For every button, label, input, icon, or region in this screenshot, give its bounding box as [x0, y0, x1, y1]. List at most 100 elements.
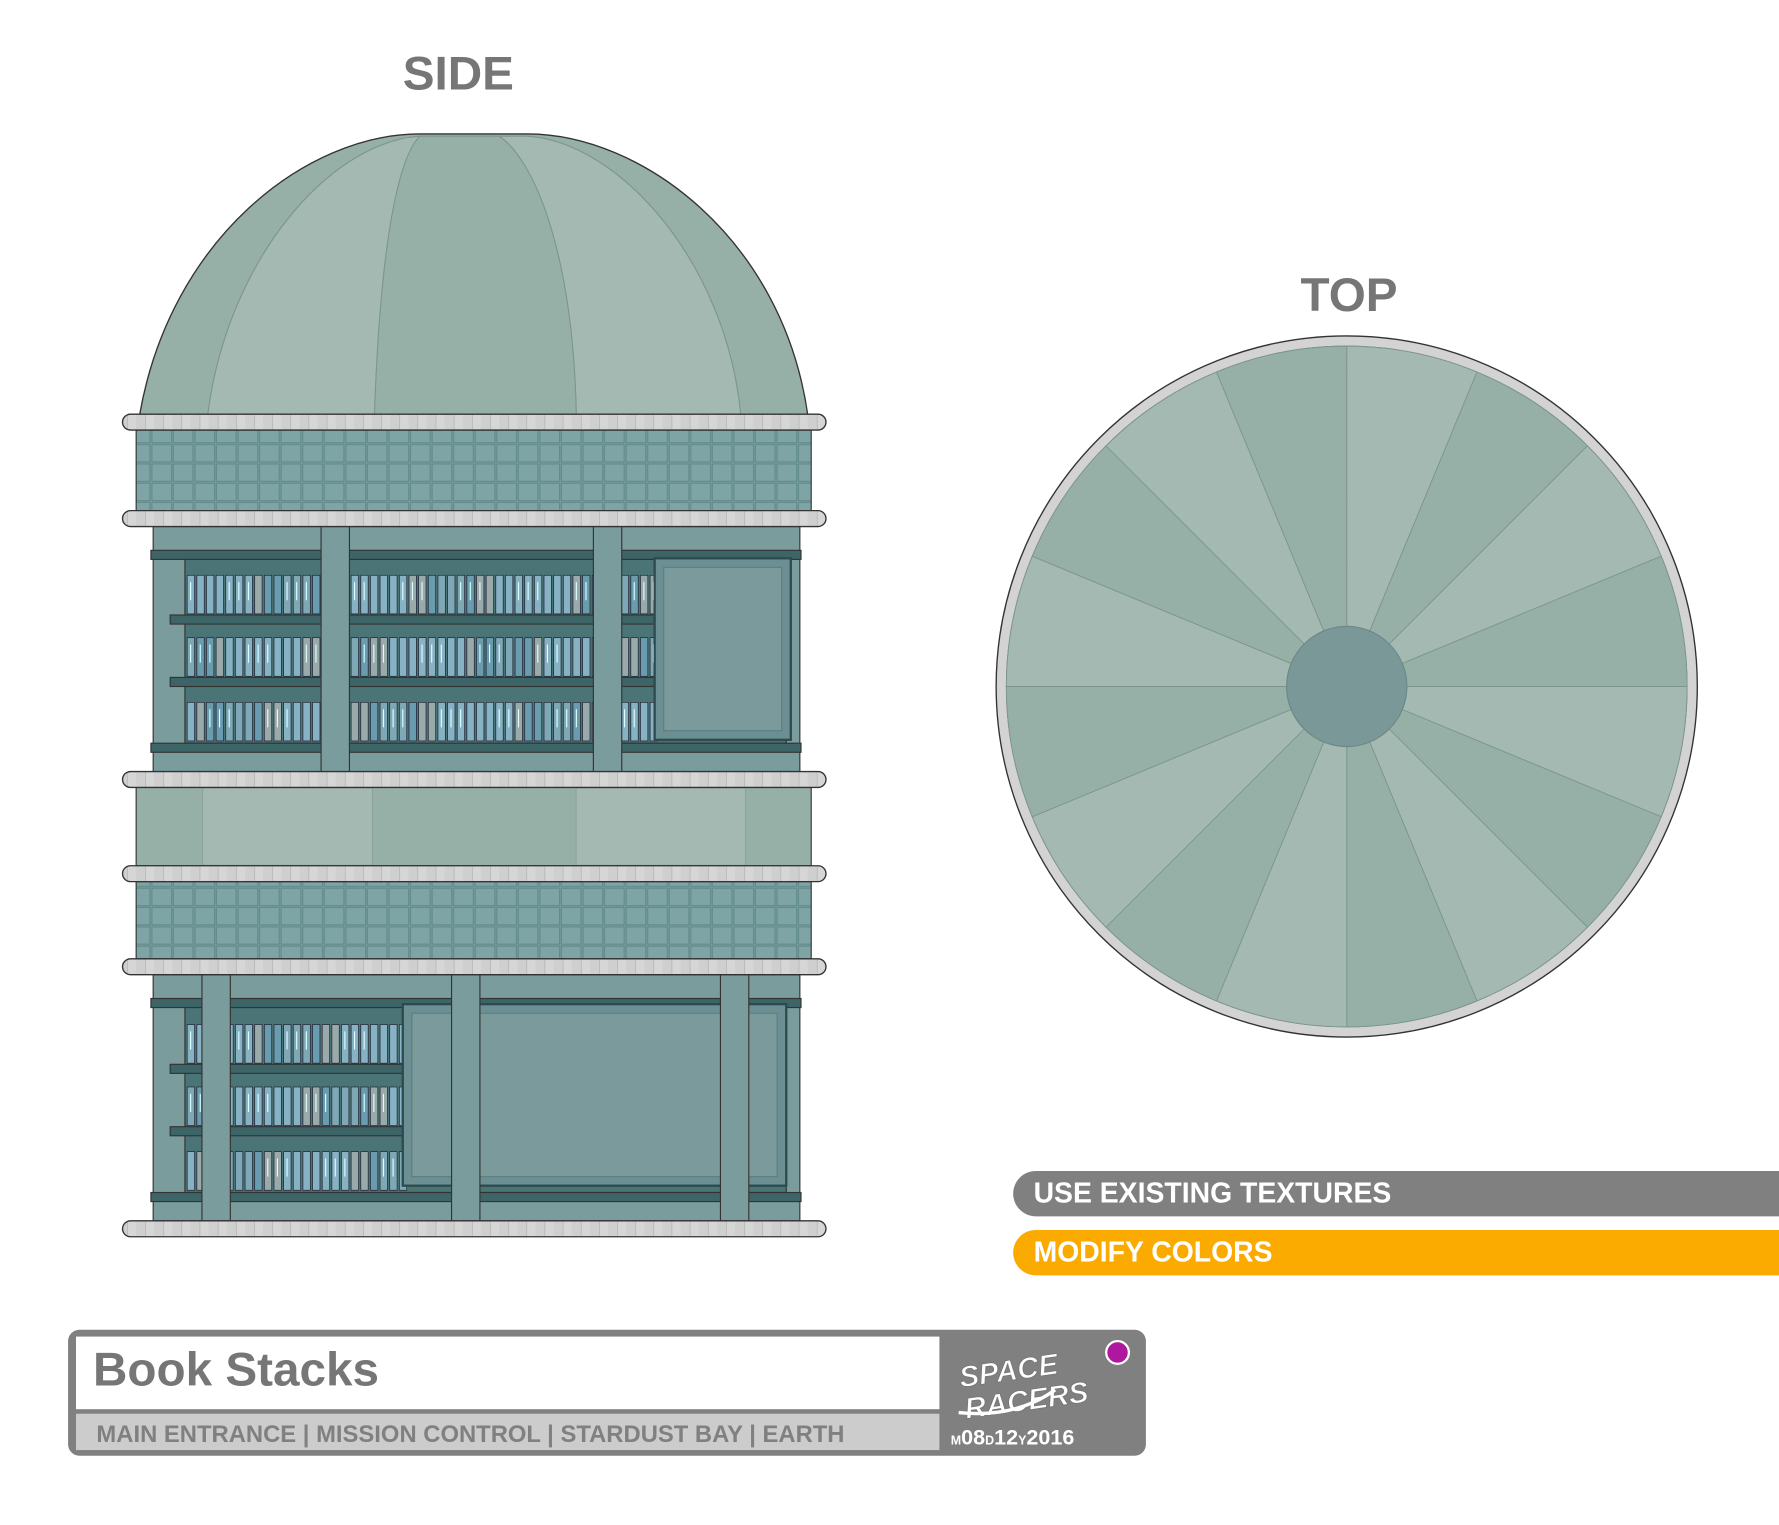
- book: [543, 702, 552, 742]
- book: [370, 1024, 379, 1064]
- book: [273, 574, 282, 615]
- book: [389, 574, 398, 615]
- book: [254, 1024, 263, 1064]
- book: [331, 1024, 340, 1064]
- book: [562, 574, 572, 615]
- book: [562, 637, 572, 677]
- book: [244, 702, 253, 742]
- book: [215, 574, 224, 615]
- book: [302, 702, 311, 742]
- dome-segment: [1346, 371, 1589, 687]
- book: [389, 637, 398, 677]
- dome-segment: [1105, 371, 1348, 687]
- top-view: [995, 335, 1698, 1038]
- book: [370, 574, 379, 615]
- option-use-existing-textures[interactable]: USE EXISTING TEXTURES: [1013, 1170, 1779, 1217]
- book: [418, 702, 427, 742]
- book: [582, 637, 591, 677]
- shelf: [169, 676, 659, 688]
- option-modify-colors[interactable]: MODIFY COLORS: [1013, 1229, 1779, 1276]
- option-label: USE EXISTING TEXTURES: [1034, 1178, 1392, 1210]
- dome-segment: [1346, 686, 1478, 1028]
- book: [235, 702, 244, 742]
- rail: [121, 1220, 827, 1238]
- book: [225, 637, 234, 677]
- book: [273, 637, 282, 677]
- book: [235, 1086, 244, 1126]
- book: [312, 1024, 321, 1064]
- book: [505, 574, 514, 615]
- book: [273, 1086, 282, 1126]
- column: [450, 974, 481, 1222]
- book: [292, 702, 302, 742]
- book: [360, 1151, 369, 1191]
- book: [312, 574, 321, 615]
- book: [640, 702, 649, 742]
- dome-segment: [1105, 686, 1348, 1002]
- book: [379, 1024, 388, 1064]
- option-label: MODIFY COLORS: [1034, 1237, 1273, 1269]
- beam: [150, 549, 802, 560]
- book: [254, 702, 263, 742]
- dome-segment: [1346, 445, 1662, 687]
- book: [408, 702, 417, 742]
- dome-segment: [1346, 555, 1688, 687]
- book: [186, 702, 195, 742]
- book: [408, 637, 417, 677]
- book: [370, 702, 379, 742]
- book: [350, 1151, 359, 1191]
- book: [360, 702, 369, 742]
- rail: [121, 413, 827, 431]
- rail: [121, 509, 827, 528]
- book: [485, 702, 494, 742]
- status-dot: [1105, 1339, 1131, 1365]
- book: [321, 1024, 330, 1064]
- book: [505, 637, 514, 677]
- book: [379, 574, 388, 615]
- title-block: Book Stacks MAIN ENTRANCE | MISSION CONT…: [68, 1329, 1146, 1456]
- location-path: MAIN ENTRANCE | MISSION CONTROL | STARDU…: [96, 1421, 844, 1448]
- title: Book Stacks: [93, 1343, 379, 1396]
- dome-hub: [1286, 625, 1408, 748]
- date-stamp: M08D12Y2016: [951, 1424, 1075, 1449]
- book: [292, 637, 302, 677]
- book: [302, 1151, 311, 1191]
- rail: [121, 770, 827, 789]
- side-view-label: SIDE: [403, 48, 514, 101]
- book: [466, 637, 475, 677]
- column: [201, 974, 231, 1222]
- book: [572, 637, 581, 677]
- shelf: [169, 614, 659, 625]
- dome-segment: [1005, 555, 1347, 687]
- book: [273, 1024, 282, 1064]
- beam: [150, 742, 802, 753]
- dome-segment: [1031, 686, 1348, 928]
- dome-segment: [1031, 445, 1348, 687]
- book: [312, 1151, 321, 1191]
- book: [196, 574, 205, 615]
- tile-band-upper: [135, 429, 812, 512]
- book: [206, 574, 215, 615]
- dome-segment: [1215, 686, 1348, 1028]
- book: [350, 702, 359, 742]
- dome-segment: [1346, 686, 1688, 818]
- book: [582, 702, 591, 742]
- dome-segment: [1215, 345, 1348, 687]
- book: [292, 1151, 302, 1191]
- book: [427, 702, 437, 742]
- floor-lower: [150, 974, 802, 1222]
- book: [640, 637, 649, 677]
- book: [485, 574, 494, 615]
- book: [399, 637, 408, 677]
- book: [476, 702, 485, 742]
- book: [312, 702, 321, 742]
- book: [186, 1151, 195, 1191]
- book: [427, 574, 437, 615]
- book: [553, 574, 562, 615]
- book: [254, 574, 263, 615]
- book: [331, 1086, 340, 1126]
- book: [524, 702, 533, 742]
- book: [196, 702, 205, 742]
- column: [320, 525, 351, 773]
